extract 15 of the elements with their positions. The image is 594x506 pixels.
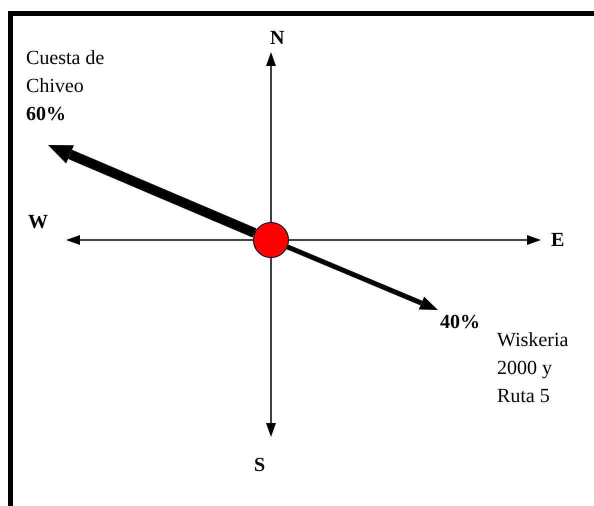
value-label: N bbox=[270, 28, 286, 49]
value-label: W bbox=[28, 212, 49, 233]
value-label: 60% bbox=[26, 104, 67, 125]
arrow bbox=[286, 244, 438, 310]
place-label: Cuesta de Chiveo bbox=[26, 46, 106, 99]
arrow bbox=[66, 235, 253, 245]
arrow bbox=[266, 52, 276, 222]
value-label: E bbox=[551, 230, 566, 251]
arrow bbox=[289, 235, 541, 245]
arrow bbox=[48, 145, 256, 238]
center-dot bbox=[253, 222, 289, 258]
value-label: 40% bbox=[440, 312, 481, 333]
arrow bbox=[266, 258, 276, 437]
place-label: Wiskeria 2000 y Ruta 5 bbox=[497, 328, 570, 409]
value-label: S bbox=[254, 455, 266, 476]
